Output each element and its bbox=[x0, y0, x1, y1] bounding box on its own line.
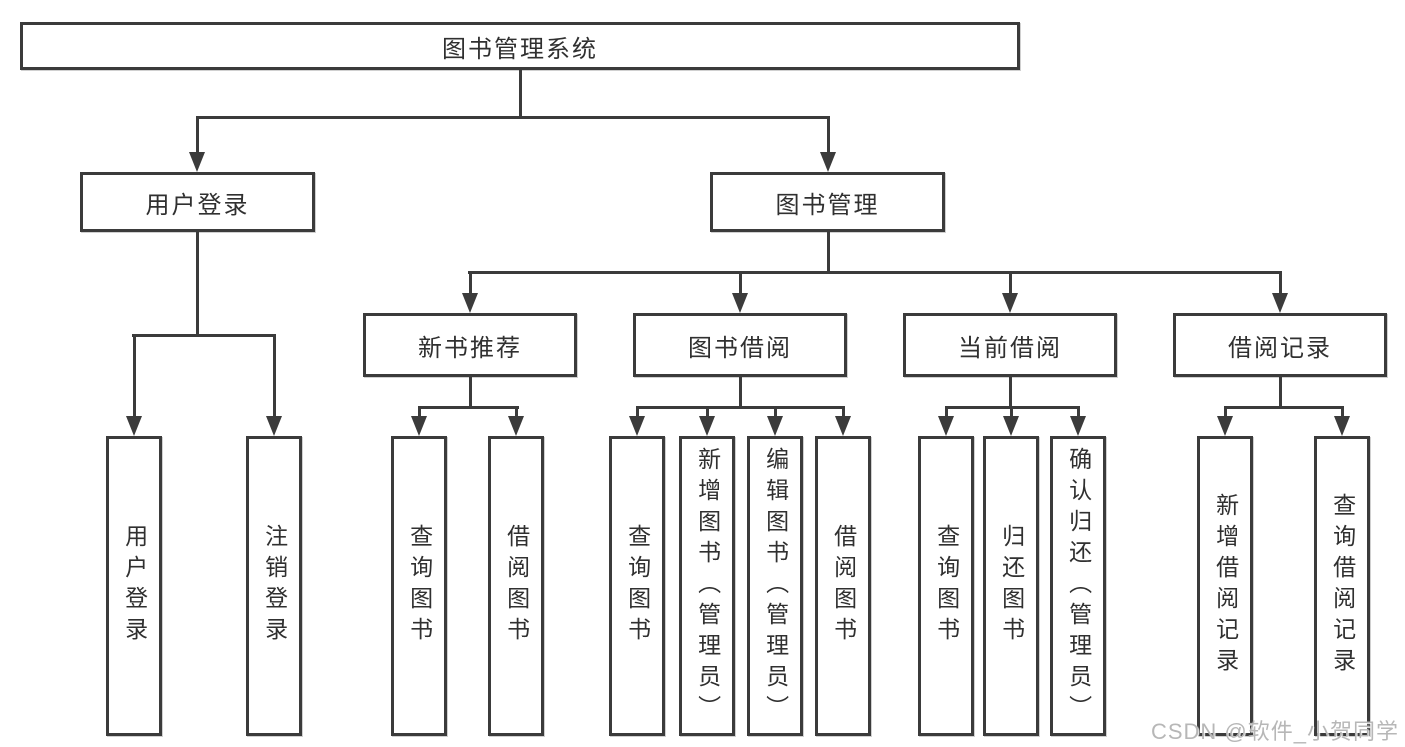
connector-line bbox=[739, 377, 742, 408]
leaf-label: 查询图书 bbox=[406, 524, 433, 648]
connector-line bbox=[1341, 406, 1344, 419]
connector-line bbox=[1077, 406, 1080, 419]
arrow-down-icon bbox=[462, 293, 478, 313]
arrow-down-icon bbox=[189, 152, 205, 172]
leaf-borrow-books-borrowing: 借阅图书 bbox=[815, 436, 871, 736]
connector-line bbox=[1224, 406, 1344, 409]
arrow-down-icon bbox=[699, 416, 715, 436]
connector-line bbox=[196, 116, 199, 154]
connector-line bbox=[774, 406, 777, 419]
connector-line bbox=[273, 334, 276, 418]
connector-line bbox=[469, 271, 472, 295]
leaf-label: 查询图书 bbox=[933, 524, 960, 648]
connector-line bbox=[842, 406, 845, 419]
connector-line bbox=[706, 406, 709, 419]
arrow-down-icon bbox=[1002, 293, 1018, 313]
leaf-logout: 注销登录 bbox=[246, 436, 302, 736]
node-library-management-system: 图书管理系统 bbox=[20, 22, 1020, 70]
arrow-down-icon bbox=[1003, 416, 1019, 436]
leaf-label: 借阅图书 bbox=[830, 524, 857, 648]
leaf-label: 新增借阅记录 bbox=[1212, 493, 1239, 679]
arrow-down-icon bbox=[820, 152, 836, 172]
connector-line bbox=[636, 406, 845, 409]
leaf-label: 用户登录 bbox=[121, 524, 148, 648]
connector-line bbox=[945, 406, 948, 419]
leaf-label: 确认归还（管理员） bbox=[1065, 446, 1092, 726]
node-label: 用户登录 bbox=[145, 191, 250, 219]
leaf-label: 查询图书 bbox=[624, 524, 651, 648]
arrow-down-icon bbox=[938, 416, 954, 436]
connector-line bbox=[519, 70, 522, 118]
connector-line bbox=[468, 271, 1282, 274]
leaf-query-borrow-record: 查询借阅记录 bbox=[1314, 436, 1370, 736]
leaf-edit-books-admin: 编辑图书（管理员） bbox=[747, 436, 803, 736]
connector-line bbox=[1009, 377, 1012, 408]
leaf-add-borrow-record: 新增借阅记录 bbox=[1197, 436, 1253, 736]
csdn-watermark: CSDN @软件_小贺同学 bbox=[1150, 719, 1399, 744]
leaf-add-books-admin: 新增图书（管理员） bbox=[679, 436, 735, 736]
node-label: 当前借阅 bbox=[958, 334, 1062, 362]
connector-line bbox=[133, 334, 136, 418]
connector-line bbox=[1009, 271, 1012, 295]
leaf-borrow-books-recommend: 借阅图书 bbox=[488, 436, 544, 736]
arrow-down-icon bbox=[1272, 293, 1288, 313]
connector-line bbox=[418, 406, 519, 409]
connector-line bbox=[132, 334, 276, 337]
arrow-down-icon bbox=[767, 416, 783, 436]
node-label: 图书管理系统 bbox=[442, 35, 598, 63]
connector-line bbox=[469, 377, 472, 408]
node-label: 新书推荐 bbox=[418, 334, 522, 362]
connector-line bbox=[515, 406, 518, 419]
arrow-down-icon bbox=[629, 416, 645, 436]
arrow-down-icon bbox=[411, 416, 427, 436]
arrow-down-icon bbox=[508, 416, 524, 436]
leaf-label: 注销登录 bbox=[261, 524, 288, 648]
leaf-label: 查询借阅记录 bbox=[1329, 493, 1356, 679]
node-new-book-recommendation: 新书推荐 bbox=[363, 313, 577, 377]
node-current-borrowing: 当前借阅 bbox=[903, 313, 1117, 377]
connector-line bbox=[739, 271, 742, 295]
leaf-label: 借阅图书 bbox=[503, 524, 530, 648]
arrow-down-icon bbox=[1217, 416, 1233, 436]
node-book-borrowing: 图书借阅 bbox=[633, 313, 847, 377]
arrow-down-icon bbox=[126, 416, 142, 436]
leaf-confirm-return-admin: 确认归还（管理员） bbox=[1050, 436, 1106, 736]
arrow-down-icon bbox=[732, 293, 748, 313]
connector-line bbox=[1279, 271, 1282, 295]
leaf-label: 归还图书 bbox=[998, 524, 1025, 648]
connector-line bbox=[1279, 377, 1282, 408]
connector-line bbox=[1224, 406, 1227, 419]
node-label: 图书管理 bbox=[775, 191, 880, 219]
connector-line bbox=[636, 406, 639, 419]
node-book-management: 图书管理 bbox=[710, 172, 945, 232]
node-label: 借阅记录 bbox=[1228, 334, 1332, 362]
node-user-login: 用户登录 bbox=[80, 172, 315, 232]
connector-line bbox=[196, 116, 830, 119]
arrow-down-icon bbox=[1070, 416, 1086, 436]
leaf-query-books-current: 查询图书 bbox=[918, 436, 974, 736]
arrow-down-icon bbox=[835, 416, 851, 436]
leaf-label: 编辑图书（管理员） bbox=[762, 446, 789, 726]
leaf-query-books-borrowing: 查询图书 bbox=[609, 436, 665, 736]
connector-line bbox=[1010, 406, 1013, 419]
node-label: 图书借阅 bbox=[688, 334, 792, 362]
leaf-user-login: 用户登录 bbox=[106, 436, 162, 736]
connector-line bbox=[418, 406, 421, 419]
connector-line bbox=[827, 116, 830, 154]
connector-line bbox=[196, 232, 199, 336]
leaf-return-books: 归还图书 bbox=[983, 436, 1039, 736]
connector-line bbox=[827, 232, 830, 273]
node-borrowing-records: 借阅记录 bbox=[1173, 313, 1387, 377]
leaf-query-books-recommend: 查询图书 bbox=[391, 436, 447, 736]
leaf-label: 新增图书（管理员） bbox=[694, 446, 721, 726]
arrow-down-icon bbox=[1334, 416, 1350, 436]
arrow-down-icon bbox=[266, 416, 282, 436]
